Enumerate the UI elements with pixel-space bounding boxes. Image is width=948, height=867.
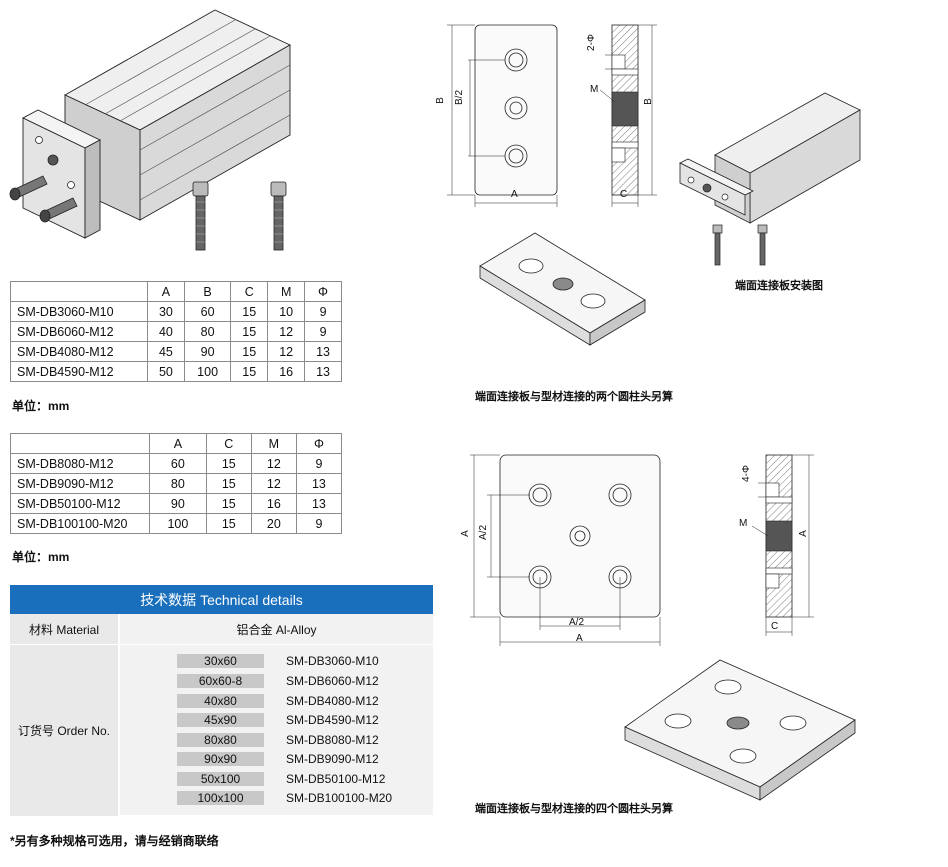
dim-label-m-2: M (739, 518, 748, 529)
table-row: SM-DB8080-M12 60 15 12 9 (10, 453, 343, 474)
table-row: SM-DB4590-M12 50 100 15 16 13 (10, 361, 342, 382)
dim-label-a: A (511, 189, 518, 200)
plate-iso-four-holes (624, 659, 856, 801)
dim-label-phi-2: 4-Φ (740, 465, 752, 482)
dim-label-a-bottom: A (576, 633, 583, 644)
dim-label-c-2: C (771, 621, 779, 632)
dim-label-a-side: A (797, 530, 809, 537)
material-row: 材料 Material 铝合金 Al-Alloy (10, 614, 433, 645)
footnote: *另有多种规格可选用，请与经销商联络 (10, 834, 219, 848)
dim-label-b: B (434, 97, 446, 104)
install-illustration (679, 92, 861, 266)
dim-label-m: M (590, 84, 599, 95)
technical-drawing-square-side-section (751, 454, 814, 636)
order-number-label: 订货号 Order No. (10, 645, 120, 816)
spec-table-2: A C M Φ SM-DB8080-M12 60 15 12 9 SM-DB90… (10, 433, 343, 534)
technical-drawing-rect-plate (447, 24, 558, 207)
caption-four-cylinder-heads: 端面连接板与型材连接的四个圆柱头另算 (475, 803, 673, 815)
dim-label-b-side: B (642, 98, 654, 105)
technical-drawing-square-plate (470, 454, 661, 646)
table-row: SM-DB3060-M10 30 60 15 10 9 (10, 301, 342, 322)
plate-iso-two-holes (479, 232, 646, 346)
table-row: SM-DB4080-M12 45 90 15 12 13 (10, 341, 342, 362)
technical-drawing-side-section (599, 24, 657, 207)
table-row: SM-DB6060-M12 40 80 15 12 9 (10, 321, 342, 342)
dim-label-c: C (620, 189, 628, 200)
dim-label-a-left: A (459, 530, 471, 537)
material-label: 材料 Material (10, 614, 120, 644)
dim-label-a2-left: A/2 (478, 524, 490, 541)
dim-label-a2-bottom: A/2 (569, 617, 585, 628)
table-header-row: A B C M Φ (10, 281, 342, 302)
table-header-row: A C M Φ (10, 433, 343, 454)
caption-install: 端面连接板安装图 (735, 280, 823, 292)
caption-two-cylinder-heads: 端面连接板与型材连接的两个圆柱头另算 (475, 391, 673, 403)
material-value: 铝合金 Al-Alloy (120, 614, 433, 644)
dim-label-b2: B/2 (454, 89, 466, 106)
spec-table-1: A B C M Φ SM-DB3060-M10 30 60 15 10 9 SM… (10, 281, 342, 382)
dim-label-phi: 2-Φ (585, 34, 597, 51)
technical-details-panel: 技术数据 Technical details 材料 Material 铝合金 A… (10, 585, 433, 816)
table-row: SM-DB50100-M12 90 15 16 13 (10, 493, 343, 514)
unit-label-2: 单位：mm (12, 550, 70, 564)
table-row: SM-DB100100-M20 100 15 20 9 (10, 513, 343, 534)
technical-details-title: 技术数据 Technical details (10, 585, 433, 614)
table-row: SM-DB9090-M12 80 15 12 13 (10, 473, 343, 494)
unit-label-1: 单位：mm (12, 399, 70, 413)
assembly-illustration (9, 9, 291, 251)
